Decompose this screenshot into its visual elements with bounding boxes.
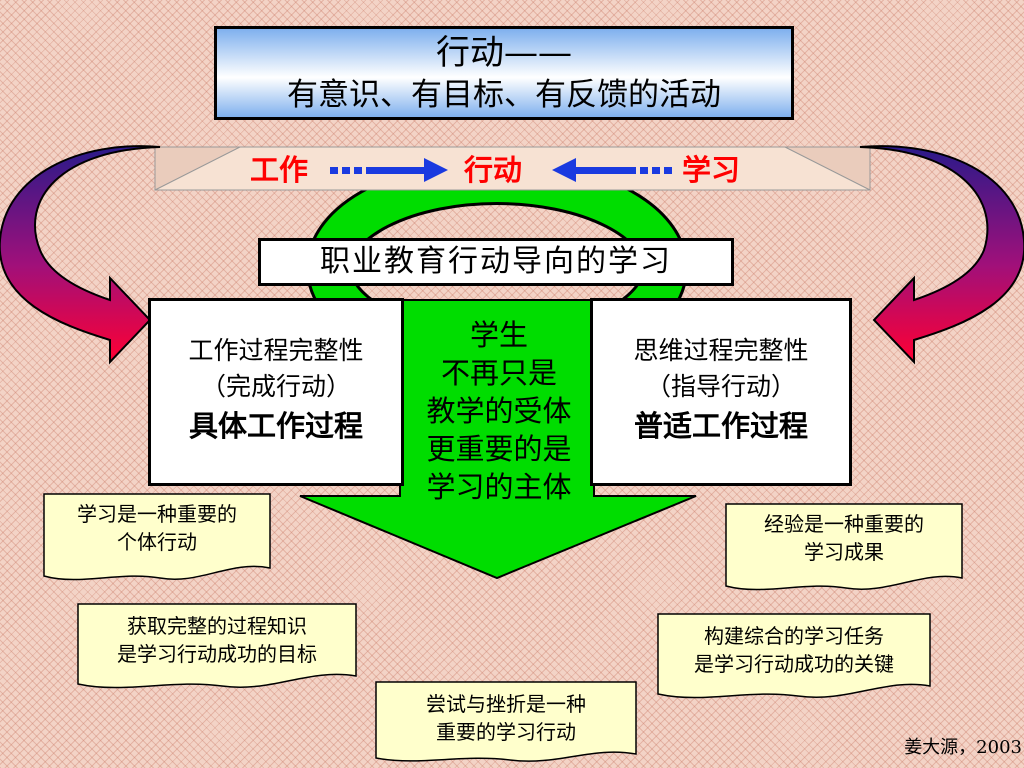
right-box: 思维过程完整性 （指导行动） 普适工作过程 xyxy=(590,298,852,486)
note-top-right-line2: 学习成果 xyxy=(804,540,884,564)
left-curved-arrow xyxy=(0,145,161,365)
flow-arrow-right xyxy=(330,158,448,182)
note-top-right: 经验是一种重要的 学习成果 xyxy=(726,504,962,566)
student-line3: 教学的受体 xyxy=(426,394,572,428)
note-bottom: 尝试与挫折是一种 重要的学习行动 xyxy=(376,684,636,746)
note-mid-right-line2: 是学习行动成功的关键 xyxy=(694,652,894,676)
right-curved-arrow xyxy=(859,145,1024,365)
note-top-left-line2: 个体行动 xyxy=(117,530,197,554)
credit: 姜大源，2003 xyxy=(904,737,1022,758)
note-mid-left-line1: 获取完整的过程知识 xyxy=(127,614,307,638)
note-mid-left-line2: 是学习行动成功的目标 xyxy=(117,642,317,666)
right-box-line3: 普适工作过程 xyxy=(633,409,808,443)
title-line2: 有意识、有目标、有反馈的活动 xyxy=(287,77,721,113)
flow-label-learning: 学习 xyxy=(676,152,747,188)
left-box: 工作过程完整性 （完成行动） 具体工作过程 xyxy=(148,298,404,486)
left-box-line3: 具体工作过程 xyxy=(188,409,363,443)
student-line5: 学习的主体 xyxy=(426,470,572,504)
student-line1: 学生 xyxy=(469,318,528,352)
note-shape-top-right xyxy=(725,503,963,591)
flow-label-work: 工作 xyxy=(244,152,315,188)
note-mid-right-line1: 构建综合的学习任务 xyxy=(704,624,884,648)
note-mid-right: 构建综合的学习任务 是学习行动成功的关键 xyxy=(658,616,930,678)
note-bottom-line1: 尝试与挫折是一种 xyxy=(426,692,586,716)
title-box: 行动—— 有意识、有目标、有反馈的活动 xyxy=(214,26,794,120)
note-mid-left: 获取完整的过程知识 是学习行动成功的目标 xyxy=(78,606,356,668)
student-line4: 更重要的是 xyxy=(426,432,572,466)
title-line1: 行动—— xyxy=(436,33,572,73)
note-shape-bottom xyxy=(375,681,637,762)
right-box-line2: （指导行动） xyxy=(645,372,796,401)
left-box-line2: （完成行动） xyxy=(200,372,351,401)
student-arrow-text: 学生 不再只是 教学的受体 更重要的是 学习的主体 xyxy=(404,316,594,506)
left-box-line1: 工作过程完整性 xyxy=(188,336,364,365)
note-shape-mid-right xyxy=(657,613,931,699)
flow-label-action: 行动 xyxy=(458,152,529,188)
note-shape-mid-left xyxy=(77,603,357,689)
note-shape-top-left xyxy=(43,493,271,581)
note-bottom-line2: 重要的学习行动 xyxy=(436,720,576,744)
right-box-line1: 思维过程完整性 xyxy=(633,336,809,365)
center-banner: 职业教育行动导向的学习 xyxy=(258,238,734,286)
note-top-right-line1: 经验是一种重要的 xyxy=(764,512,924,536)
note-top-left-line1: 学习是一种重要的 xyxy=(77,502,237,526)
student-line2: 不再只是 xyxy=(440,356,557,390)
flow-arrow-left xyxy=(552,158,672,182)
note-top-left: 学习是一种重要的 个体行动 xyxy=(44,494,270,556)
